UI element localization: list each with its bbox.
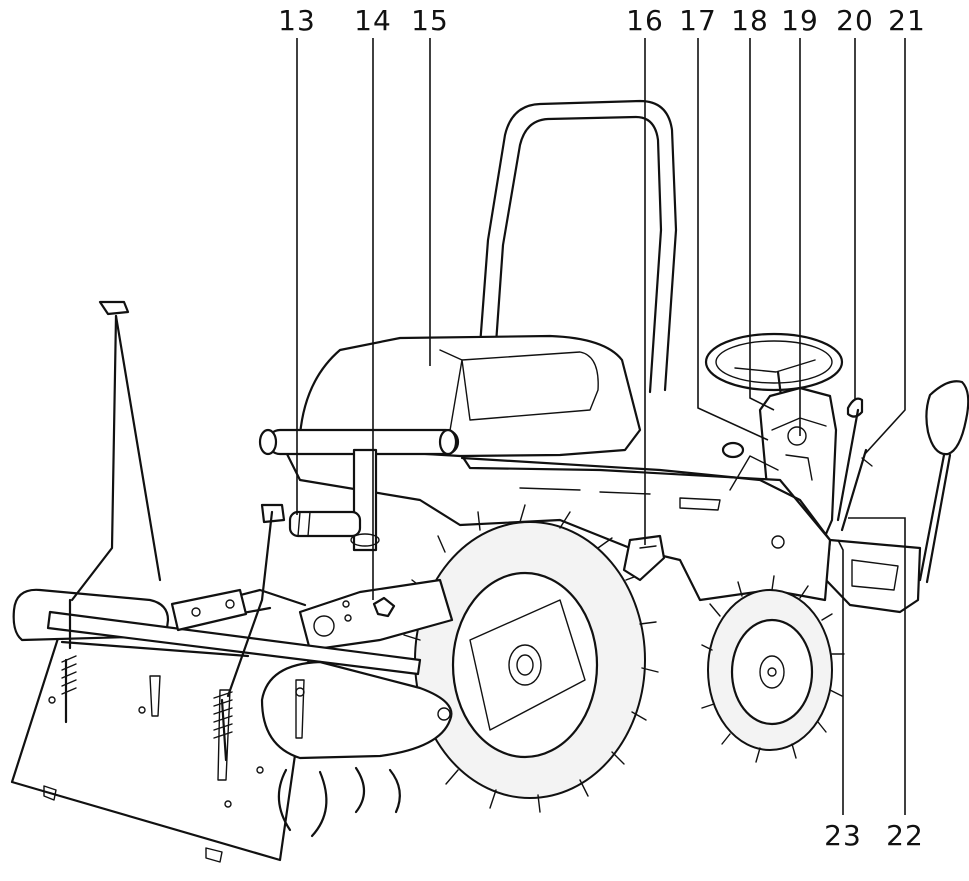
- operator-platform: [824, 538, 922, 614]
- tiller-tines: [277, 766, 401, 838]
- main-frame: [278, 428, 832, 602]
- rear-wheel: [403, 504, 659, 813]
- callout-21: 21: [888, 4, 926, 37]
- callout-13: 13: [278, 4, 316, 37]
- control-levers: [836, 397, 873, 532]
- hitch-cylinder: [288, 510, 362, 538]
- tiller-housing: [10, 630, 312, 863]
- tiller-crossbar: [46, 610, 422, 676]
- callout-15: 15: [411, 4, 449, 37]
- callout-19: 19: [781, 4, 819, 37]
- mount-bracket: [622, 534, 666, 582]
- callout-14: 14: [354, 4, 392, 37]
- callout-23: 23: [824, 819, 862, 852]
- front-wheel: [701, 575, 845, 763]
- rollover-bar: [476, 99, 678, 394]
- callout-18: 18: [731, 4, 769, 37]
- callout-22: 22: [886, 819, 924, 852]
- side-skid: [260, 660, 453, 760]
- pedal: [918, 380, 969, 584]
- callout-17: 17: [679, 4, 717, 37]
- depth-springs: [61, 300, 286, 762]
- callout-16: 16: [626, 4, 664, 37]
- callout-20: 20: [836, 4, 874, 37]
- callout-labels: 13 14 15 16 17 18 19 20 21 22 23: [278, 4, 926, 852]
- hitch-links: [170, 588, 307, 632]
- leader-lines: [296, 38, 906, 815]
